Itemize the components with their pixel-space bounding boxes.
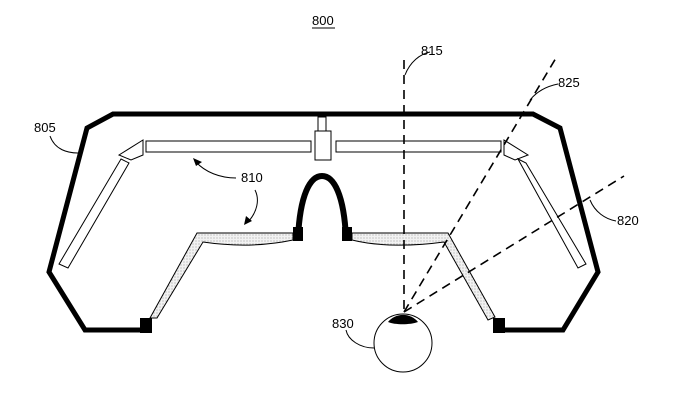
left-side-panel <box>58 158 130 269</box>
nose-right-block <box>342 227 352 241</box>
label-810: 810 <box>241 170 263 185</box>
arrowhead-810-a <box>193 158 202 166</box>
eye-icon <box>373 313 433 373</box>
housing-right-foot <box>493 318 505 333</box>
upper-ray-line <box>403 57 557 313</box>
label-815: 815 <box>421 43 443 58</box>
leader-815 <box>404 51 431 76</box>
leader-810-b <box>247 189 258 223</box>
label-805: 805 <box>34 120 56 135</box>
nose-bridge <box>295 172 349 239</box>
camera-mount <box>317 116 327 132</box>
leader-825 <box>529 83 559 101</box>
lower-ray-line <box>403 175 625 313</box>
right-prism <box>503 139 530 161</box>
label-820: 820 <box>617 213 639 228</box>
right-display <box>335 140 502 153</box>
leader-830 <box>345 329 375 349</box>
pupil <box>388 314 418 325</box>
leader-820 <box>589 199 617 222</box>
leader-810-a <box>195 161 237 179</box>
label-825: 825 <box>558 75 580 90</box>
camera-body <box>314 130 332 161</box>
figure-number: 800 <box>312 13 334 28</box>
label-830: 830 <box>332 316 354 331</box>
housing-left <box>46 111 601 333</box>
housing-left-foot <box>140 318 152 333</box>
arrowhead-810-b <box>244 216 252 225</box>
right-lens <box>351 232 496 321</box>
left-prism <box>117 139 144 161</box>
leader-805 <box>49 135 79 154</box>
nose-left-block <box>293 227 303 241</box>
right-side-panel <box>516 157 587 269</box>
left-lens <box>149 232 294 319</box>
left-display <box>145 140 312 153</box>
